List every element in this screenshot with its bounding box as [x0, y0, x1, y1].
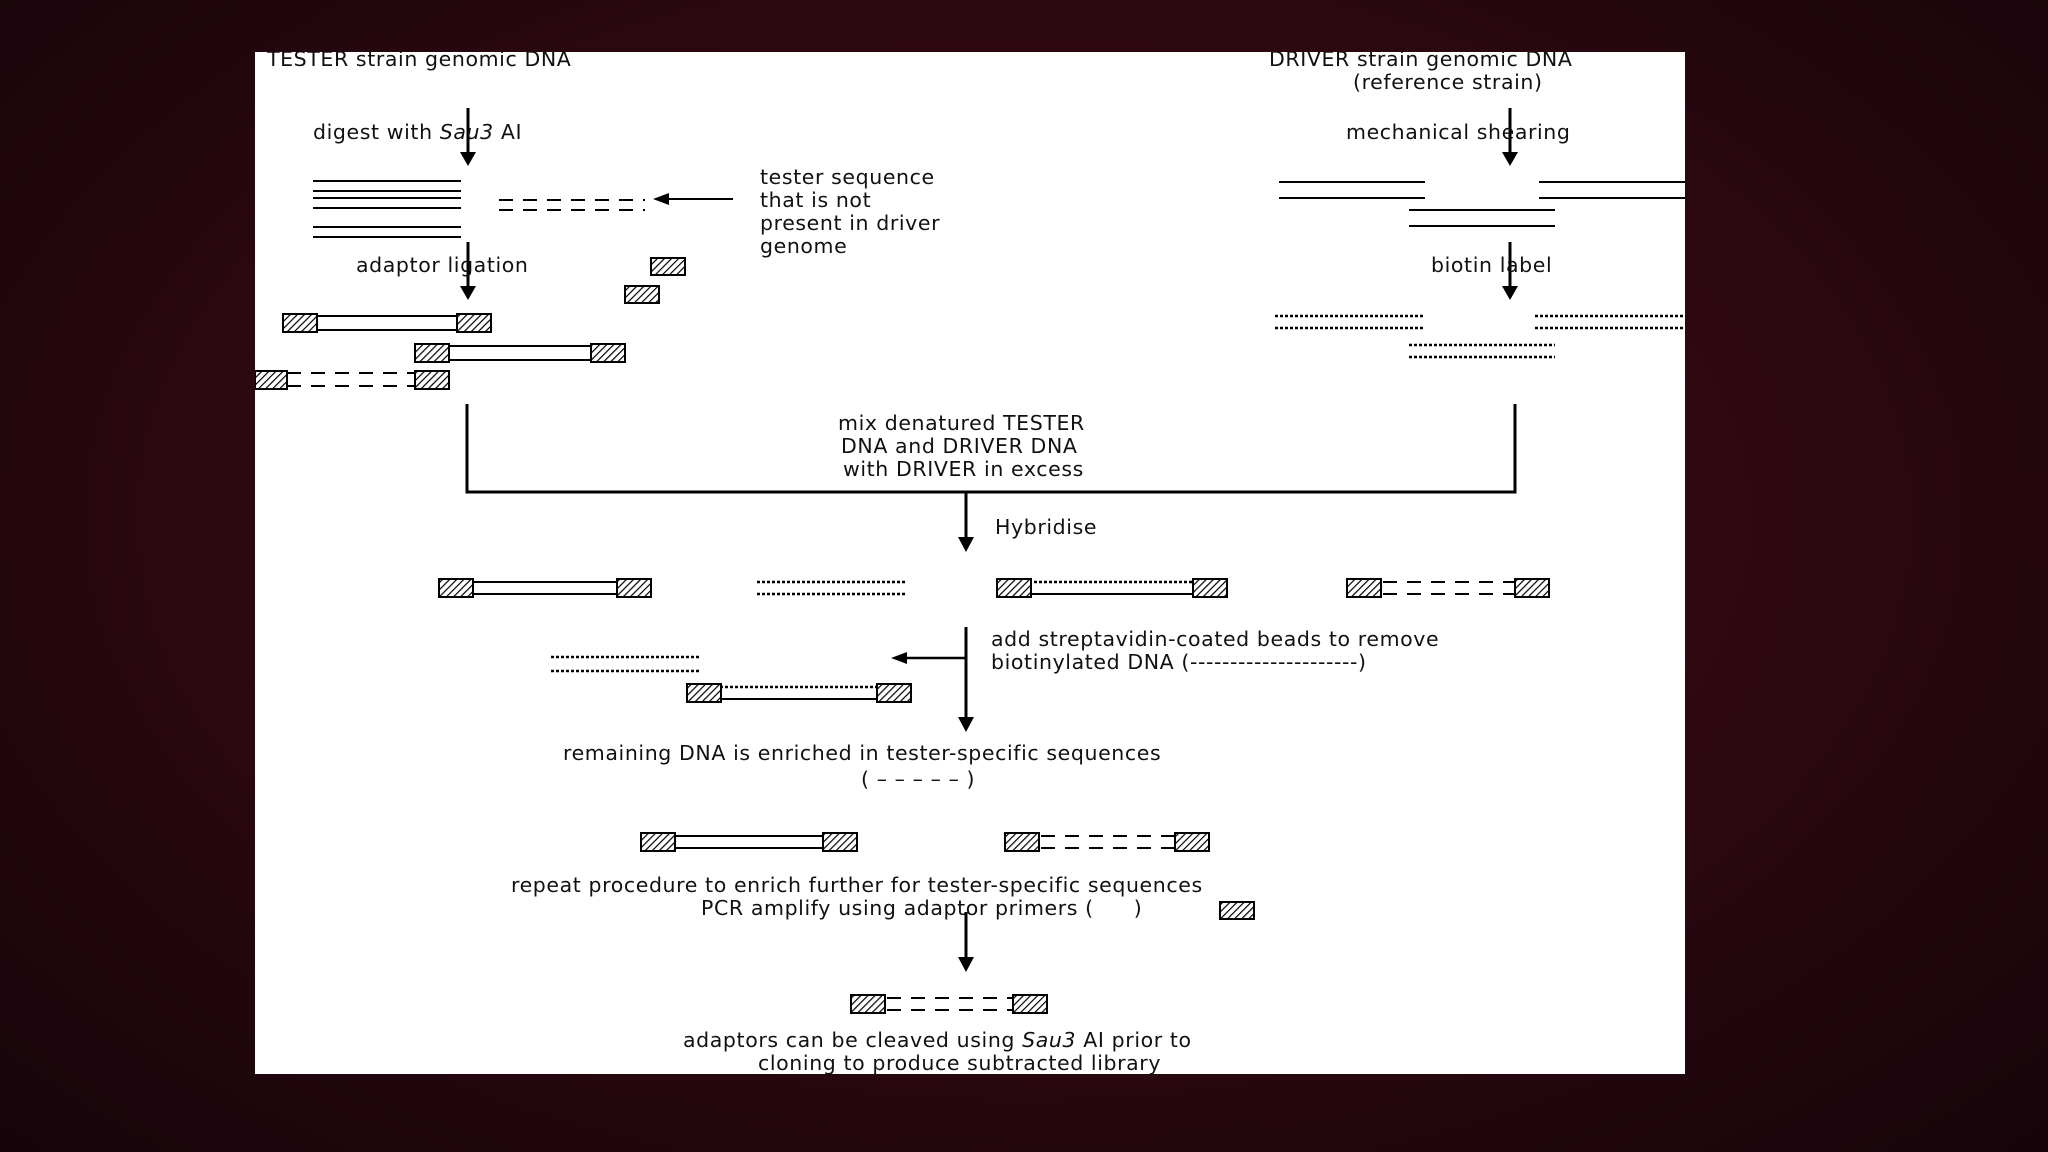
enriched-tester-specific-fragment: [1004, 832, 1210, 852]
adaptor-ligation-label: adaptor ligation: [356, 253, 529, 277]
removal-arrow: [891, 652, 966, 664]
tester-driver-hybrid: [996, 578, 1228, 598]
digest-label: digest with Sau3 AI: [313, 120, 522, 144]
tester-fragments: [313, 180, 645, 238]
driver-fragments: [1279, 181, 1685, 227]
biotin-label-arrow: [1502, 242, 1518, 300]
biotinylated-driver-fragments: [1275, 314, 1683, 359]
pcr-text: PCR amplify using adaptor primers (): [701, 896, 1142, 920]
removed-tester-driver-hybrid: [686, 683, 912, 703]
ligated-tester-specific-fragment: [255, 370, 450, 390]
tester-specific-hybrid: [1346, 578, 1550, 598]
hybridise-arrow: [958, 492, 974, 552]
tester-note-arrow: [653, 193, 733, 205]
slide-canvas: TESTER strain genomic DNA DRIVER strain …: [255, 52, 1685, 1074]
removed-driver-strands: [551, 655, 699, 673]
pcr-arrow: [958, 912, 974, 972]
biotin-label-label: biotin label: [1431, 253, 1552, 277]
beads-text-2: biotinylated DNA (---------------------): [991, 650, 1367, 674]
tester-digest-arrow: [460, 108, 476, 166]
subtraction-diagram: TESTER strain genomic DNA DRIVER strain …: [255, 52, 1685, 1074]
adaptor-primer-symbol: [1219, 901, 1255, 920]
adaptor-ligation-arrow: [460, 242, 476, 300]
mix-text-3: with DRIVER in excess: [843, 457, 1084, 481]
ligated-tester-fragment: [282, 313, 492, 333]
cleave-text-2: cloning to produce subtracted library: [758, 1051, 1161, 1074]
mix-text-2: DNA and DRIVER DNA: [841, 434, 1078, 458]
adaptor-block: [650, 257, 686, 276]
adaptor-block: [624, 285, 660, 304]
cleave-text-1: adaptors can be cleaved using Sau3 AI pr…: [683, 1028, 1192, 1052]
driver-subtitle: (reference strain): [1353, 70, 1543, 94]
driver-title: DRIVER strain genomic DNA: [1269, 52, 1572, 71]
remaining-text: remaining DNA is enriched in tester-spec…: [563, 741, 1161, 765]
amplified-tester-specific-fragment: [850, 994, 1048, 1014]
beads-arrow: [958, 627, 974, 732]
mix-bracket: [465, 404, 1517, 494]
tester-note-line-4: genome: [760, 234, 847, 258]
beads-text-1: add streptavidin-coated beads to remove: [991, 627, 1439, 651]
mechanical-shearing-label: mechanical shearing: [1346, 120, 1571, 144]
tester-note-line-3: present in driver: [760, 211, 940, 235]
repeat-text: repeat procedure to enrich further for t…: [511, 873, 1203, 897]
tester-note-line-1: tester sequence: [760, 165, 935, 189]
tester-note-line-2: that is not: [760, 188, 871, 212]
driver-shear-arrow: [1502, 108, 1518, 166]
tester-title: TESTER strain genomic DNA: [266, 52, 571, 71]
hybridise-label: Hybridise: [995, 515, 1097, 539]
tester-tester-hybrid: [438, 578, 652, 598]
enriched-tester-fragment: [640, 832, 858, 852]
ligated-tester-fragment: [414, 343, 626, 363]
mix-text-1: mix denatured TESTER: [838, 411, 1085, 435]
driver-driver-hybrid: [757, 580, 905, 596]
remaining-symbol: ( – – – – – ): [861, 767, 975, 791]
